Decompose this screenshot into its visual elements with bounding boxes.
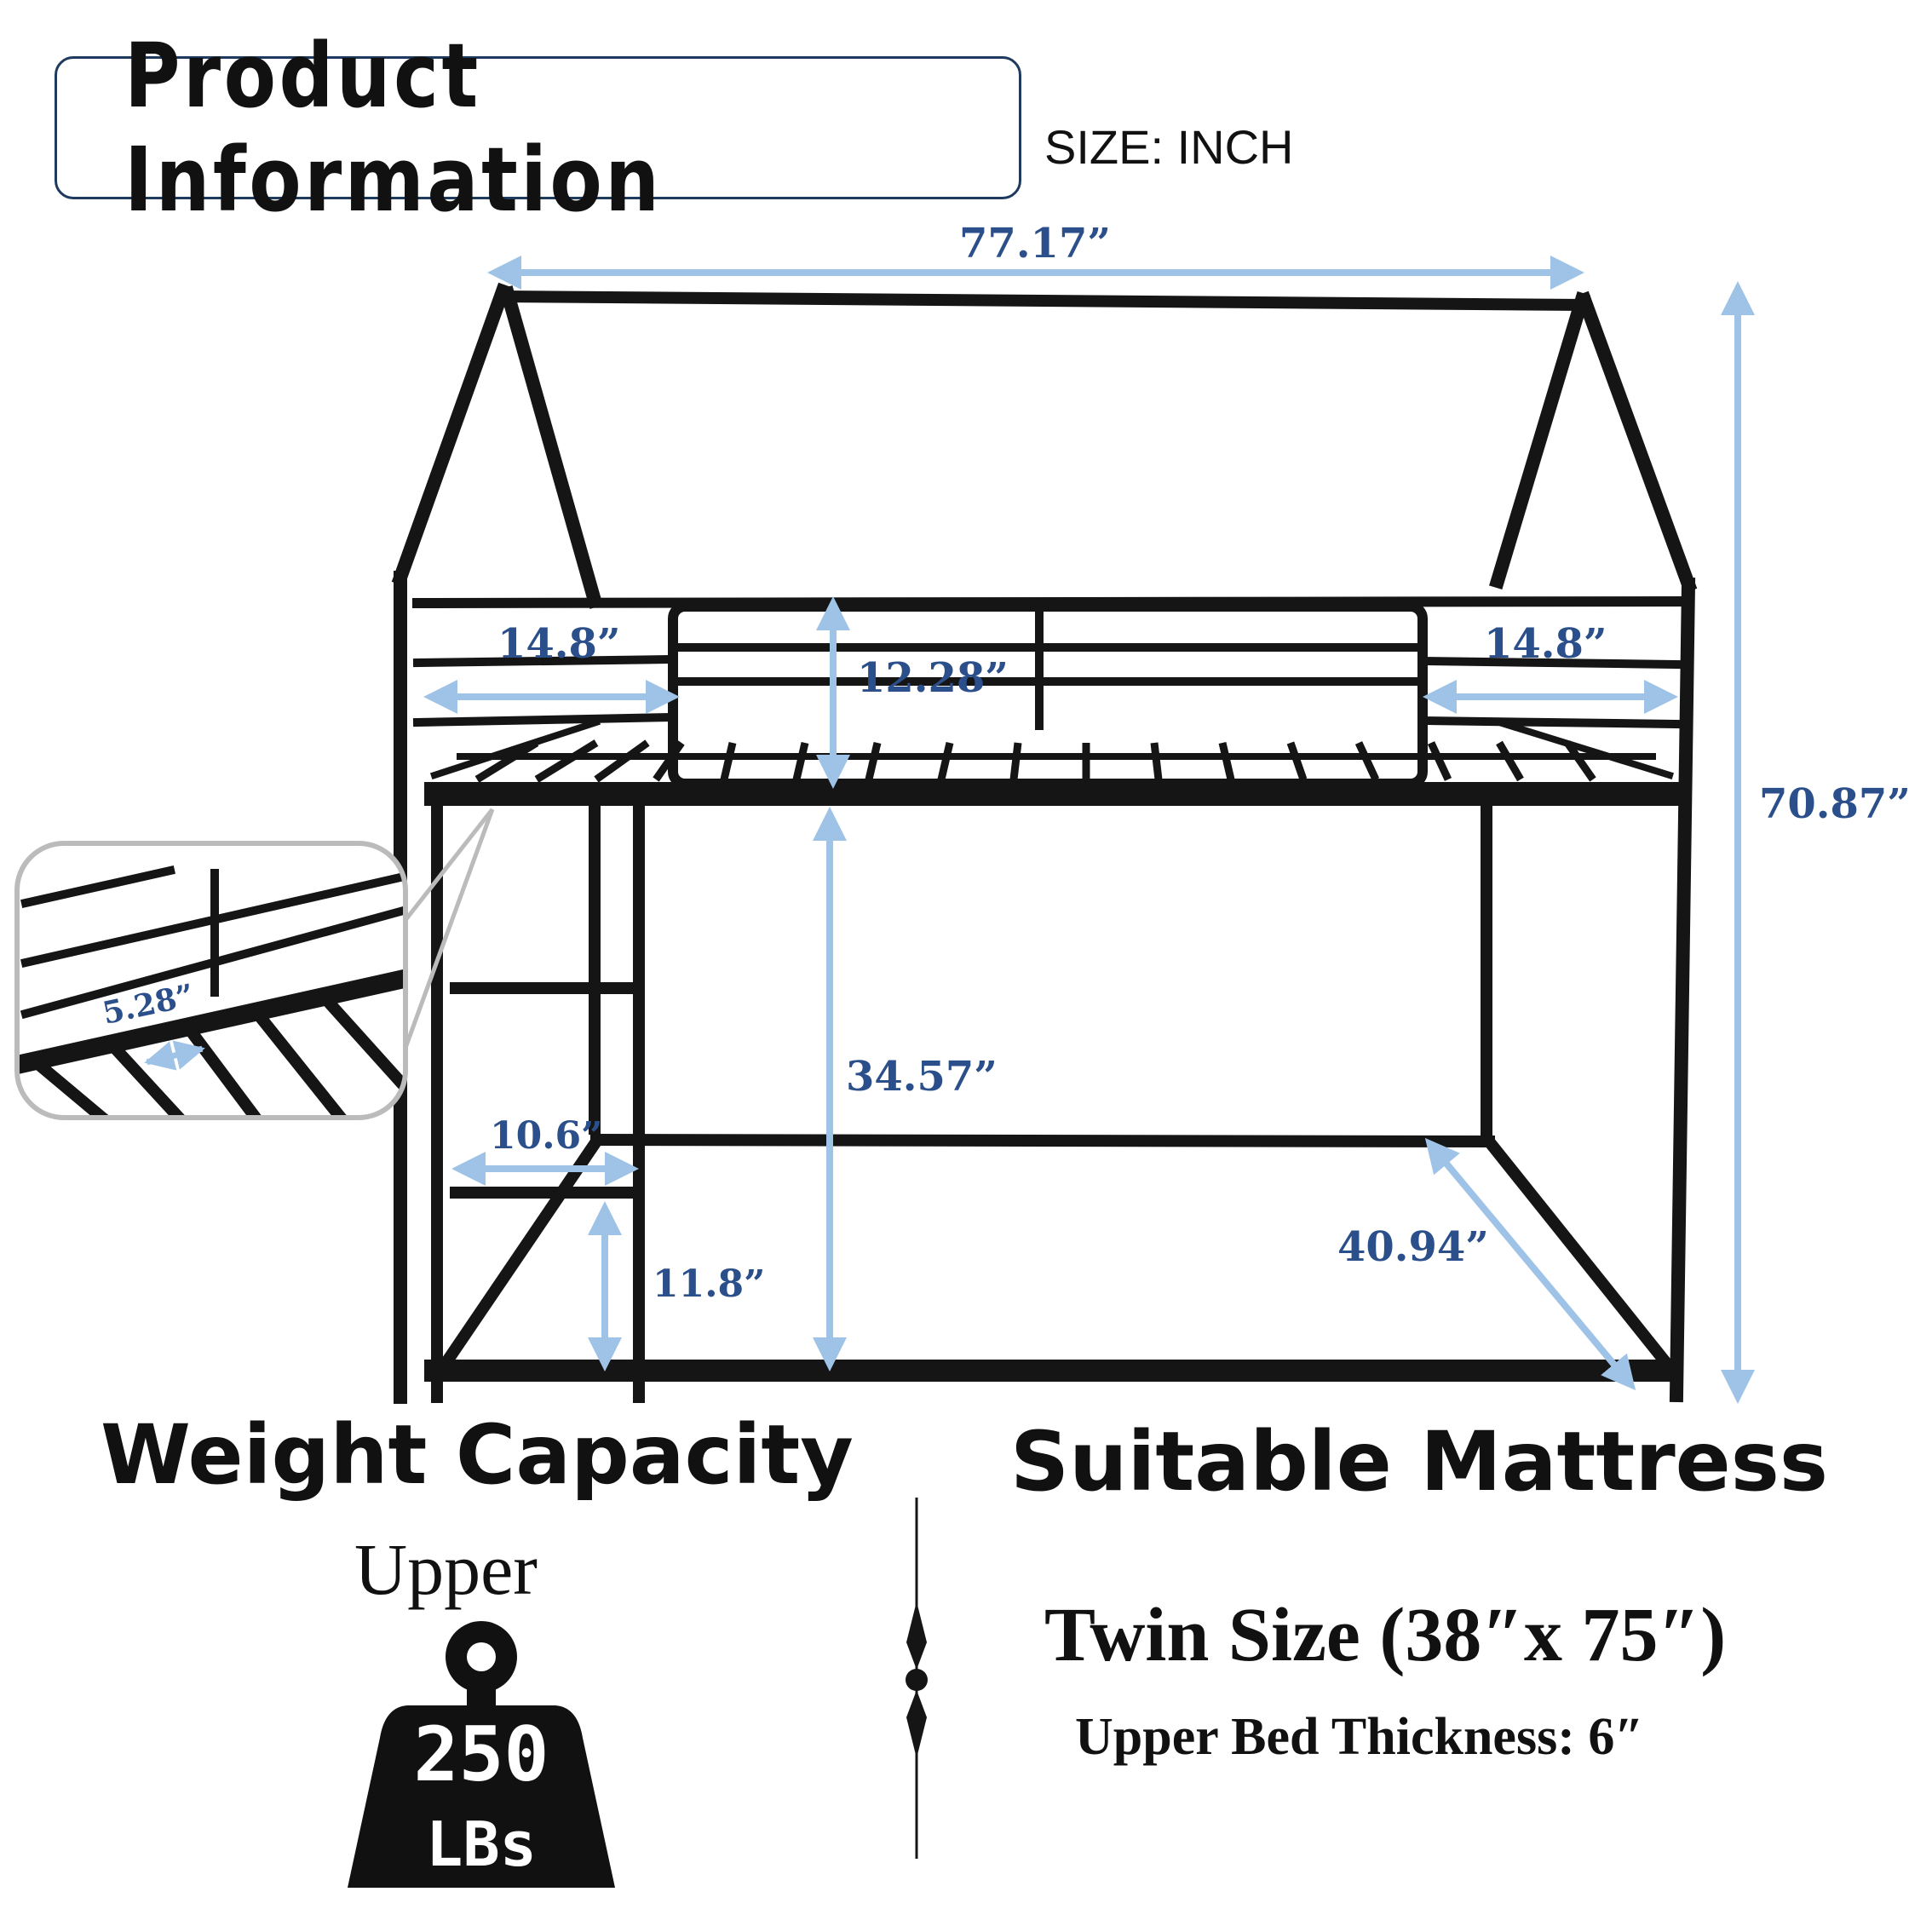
weight-position-label: Upper (354, 1528, 538, 1610)
bunk-bed-frame (391, 282, 1698, 1404)
dimension-arrows (423, 256, 1755, 1404)
arrow-bed-width (1424, 1137, 1636, 1391)
label-left-opening: 14.8” (497, 620, 621, 668)
bed-slats (474, 739, 1596, 783)
label-overall-height: 70.87” (1759, 780, 1911, 828)
mattress-thickness: Upper Bed Thickness: 6″ (1075, 1708, 1644, 1766)
size-unit-label: SIZE: INCH (1044, 120, 1294, 174)
mattress-size: Twin Size (38″x 75″) (1044, 1593, 1727, 1677)
label-step-height: 11.8” (653, 1262, 765, 1306)
dimension-labels: 77.17” 70.87” 14.8” 14.8” 12.28” 34.57” … (100, 220, 1911, 1306)
weight-value: 250 (414, 1711, 549, 1798)
weight-unit: LBs (426, 1808, 537, 1880)
label-overall-length: 77.17” (959, 220, 1111, 267)
mattress-heading: Suitable Mattress (1010, 1414, 1829, 1509)
divider-ornament (906, 1498, 928, 1859)
label-ladder-width: 10.6” (490, 1114, 602, 1158)
label-right-opening: 14.8” (1484, 620, 1607, 668)
weight-icon: 250 LBs (348, 1621, 615, 1888)
page-title: Product Information (124, 24, 663, 232)
weight-capacity-heading: Weight Capacity (101, 1407, 854, 1503)
title-box: Product Information (55, 24, 1021, 232)
label-guardrail-height: 12.28” (857, 654, 1009, 702)
label-clearance: 34.57” (846, 1053, 998, 1101)
slat-detail-inset (14, 808, 495, 1120)
label-bed-width: 40.94” (1337, 1223, 1489, 1271)
